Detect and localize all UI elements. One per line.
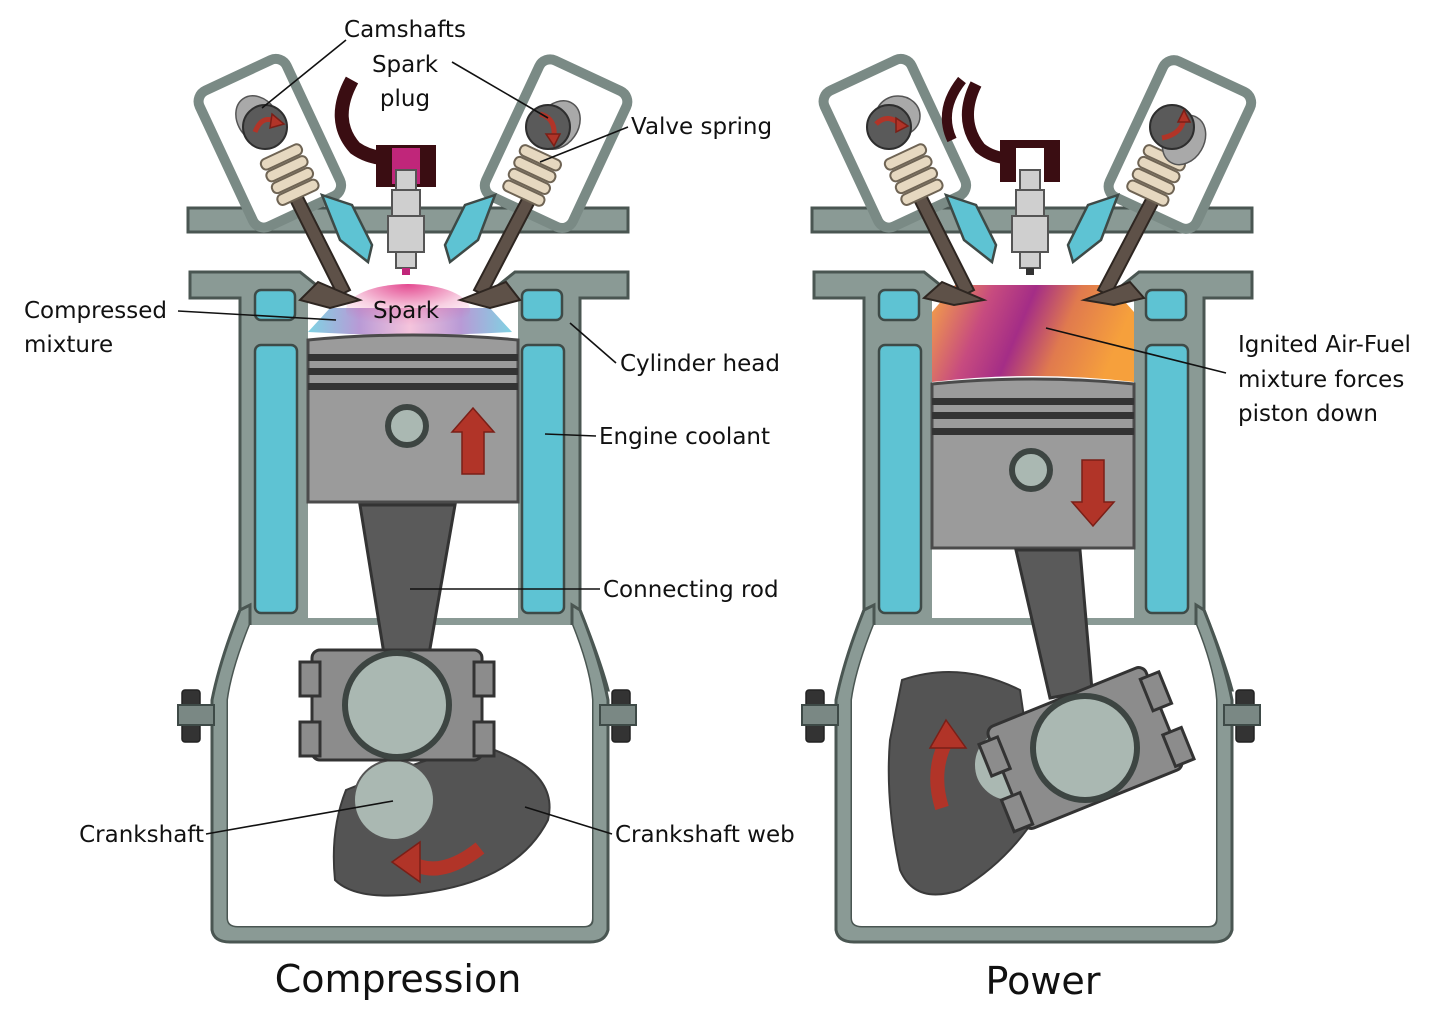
head-pocket-right — [520, 288, 564, 322]
camshaft-right — [525, 100, 581, 150]
label-spark-plug-2: plug — [380, 86, 430, 112]
engine-power — [801, 53, 1261, 944]
label-connecting-rod: Connecting rod — [603, 577, 779, 603]
camshaft-left-power — [866, 95, 921, 150]
head-pocket-left — [253, 288, 297, 322]
piston-compression — [306, 333, 520, 504]
label-compressed-2: mixture — [24, 332, 113, 358]
leader-engine-coolant — [544, 433, 597, 437]
spark-plug-power — [941, 76, 1060, 275]
label-ignited-1: Ignited Air-Fuel — [1238, 332, 1411, 358]
wall-coolant-left — [253, 343, 299, 615]
label-crankshaft-web: Crankshaft web — [615, 822, 795, 848]
wall-coolant-right-power — [1144, 343, 1190, 615]
piston-up-arrow — [450, 406, 496, 475]
exhaust-valve-head — [456, 280, 522, 310]
leader-valve-spring — [539, 126, 629, 163]
exhaust-valve-head-power — [1080, 280, 1146, 307]
leader-cylinder-head — [569, 322, 617, 364]
wall-coolant-right — [520, 343, 566, 615]
label-cylinder-head: Cylinder head — [620, 351, 780, 377]
leader-lines — [177, 39, 1227, 835]
label-crankshaft: Crankshaft — [79, 822, 204, 848]
piston-power — [930, 377, 1136, 550]
head-coolant-left-power — [943, 192, 998, 265]
camshaft-left — [235, 95, 288, 150]
wall-coolant-left-power — [877, 343, 923, 615]
intake-valve-head — [298, 280, 364, 310]
label-compressed-1: Compressed — [24, 298, 167, 324]
head-coolant-right — [443, 192, 498, 265]
label-valve-spring: Valve spring — [631, 114, 772, 140]
leader-camshafts-left — [261, 39, 347, 109]
piston-down-arrow — [1070, 459, 1116, 528]
bolt-right — [599, 689, 637, 743]
spark-plug — [334, 76, 436, 275]
label-engine-coolant: Engine coolant — [599, 424, 770, 450]
leader-crankshaft — [205, 800, 394, 835]
labels: Camshafts Spark plug Valve spring Compre… — [24, 17, 1411, 848]
caption-compression: Compression — [275, 957, 522, 1001]
bolt-right-power — [1223, 689, 1261, 743]
head-coolant-left — [319, 192, 374, 265]
leader-crankshaft-web — [524, 806, 613, 835]
valve-spring-left — [259, 143, 320, 206]
head-coolant-right-power — [1066, 192, 1121, 265]
valve-spring-right — [502, 144, 562, 207]
crank-rotate-arrowhead-right — [928, 718, 968, 749]
leader-camshafts-right — [451, 61, 549, 119]
intake-valve-head-power — [921, 280, 988, 307]
valve-spring-left-power — [883, 143, 944, 206]
big-end-left — [298, 648, 496, 762]
crank-rotate-arrowhead-left — [390, 840, 421, 884]
camshaft-right-power — [1149, 104, 1207, 166]
label-camshafts: Camshafts — [344, 17, 466, 43]
bolt-left — [177, 689, 215, 743]
label-ignited-3: piston down — [1238, 401, 1378, 427]
caption-power: Power — [986, 959, 1101, 1003]
head-pocket-right-power — [1144, 288, 1188, 322]
engine-compression — [177, 53, 637, 944]
leader-compressed-mixture — [177, 310, 337, 321]
leader-ignited-mixture — [1045, 327, 1227, 374]
label-spark: Spark — [373, 298, 440, 324]
big-end-right — [977, 666, 1196, 834]
spark-glow — [346, 284, 470, 336]
label-ignited-2: mixture forces — [1238, 367, 1404, 393]
label-spark-plug-1: Spark — [372, 52, 439, 78]
bolt-left-power — [801, 689, 839, 743]
crankshaft-journal-left — [353, 759, 435, 841]
ignited-mixture — [932, 285, 1134, 382]
head-pocket-left-power — [877, 288, 921, 322]
